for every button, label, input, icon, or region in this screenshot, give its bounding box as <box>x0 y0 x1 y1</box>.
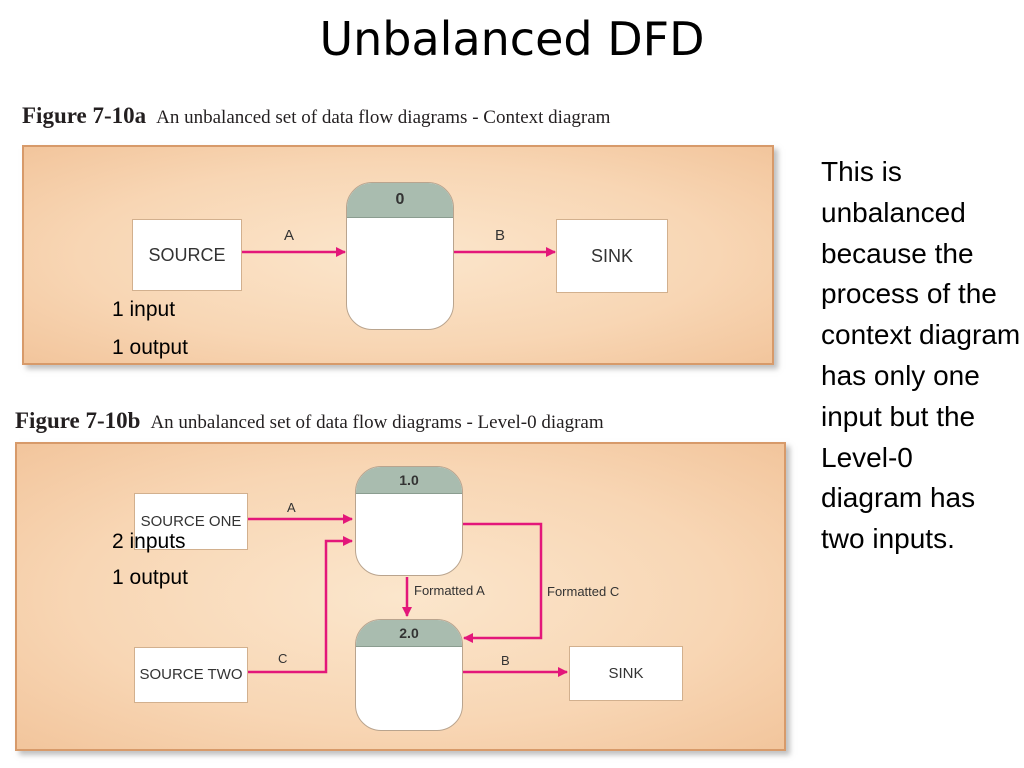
figure-b-caption-text: An unbalanced set of data flow diagrams … <box>150 412 604 433</box>
flow-label-b: B <box>495 227 506 244</box>
explanation-text: This is unbalanced because the process o… <box>821 156 1021 555</box>
flow-label-formatted-c: Formatted C <box>547 584 620 599</box>
process-2: 2.0 <box>355 619 463 731</box>
figure-a-note-outputs: 1 output <box>112 336 188 359</box>
process-2-id: 2.0 <box>356 620 462 647</box>
figure-a-caption: Figure 7-10a An unbalanced set of data fl… <box>22 103 610 129</box>
flow-arrow-c-level0 <box>247 536 353 674</box>
flow-label-b-level0: B <box>501 653 510 668</box>
flow-arrow-formatted-c <box>462 522 543 643</box>
process-0-id: 0 <box>347 183 453 218</box>
slide-title: Unbalanced DFD <box>319 12 705 66</box>
flow-label-c-level0: C <box>278 651 288 666</box>
source-entity: SOURCE <box>132 219 242 291</box>
flow-label-a: A <box>284 227 295 244</box>
figure-a-number: Figure 7-10a <box>22 103 147 128</box>
process-0: 0 <box>346 182 454 330</box>
source-one-entity: SOURCE ONE <box>134 493 248 550</box>
flow-label-a-level0: A <box>287 500 296 515</box>
source-two-entity: SOURCE TWO <box>134 647 248 703</box>
sink-entity: SINK <box>556 219 668 293</box>
figure-b-note-inputs: 2 inputs <box>112 530 186 553</box>
figure-a-caption-text: An unbalanced set of data flow diagrams … <box>156 107 611 128</box>
figure-b-note-outputs: 1 output <box>112 566 188 589</box>
figure-b-caption: Figure 7-10b An unbalanced set of data fl… <box>15 408 604 434</box>
process-1: 1.0 <box>355 466 463 576</box>
sink-entity-level0: SINK <box>569 646 683 701</box>
process-1-id: 1.0 <box>356 467 462 494</box>
figure-a-note-inputs: 1 input <box>112 298 176 321</box>
flow-label-formatted-a: Formatted A <box>414 583 485 598</box>
figure-b-number: Figure 7-10b <box>15 408 141 433</box>
